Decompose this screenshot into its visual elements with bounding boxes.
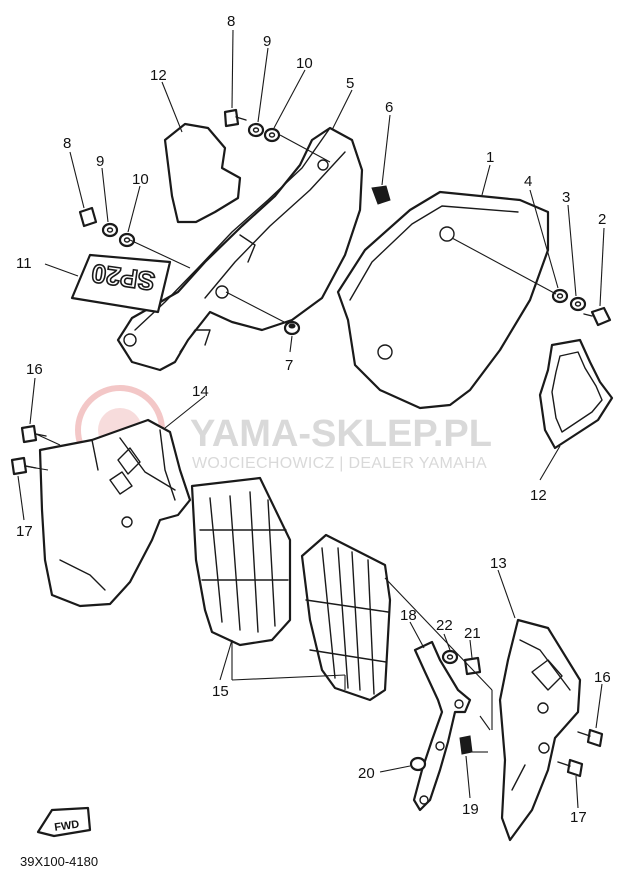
part-15-radiator-guard-left xyxy=(190,476,292,647)
washer-9-top xyxy=(247,122,265,138)
callout-10-top: 10 xyxy=(296,55,313,72)
washer-9-left xyxy=(101,222,119,238)
grommet-7 xyxy=(283,320,301,336)
callout-3: 3 xyxy=(562,189,570,206)
diagram-code: 39X100-4180 xyxy=(20,854,98,869)
part-12-right-decal xyxy=(538,338,614,450)
callout-9-left: 9 xyxy=(96,153,104,170)
damper-19 xyxy=(459,735,473,755)
callout-14: 14 xyxy=(192,383,209,400)
callout-4: 4 xyxy=(524,173,532,190)
leader-lines xyxy=(17,29,605,809)
callout-17-right: 17 xyxy=(570,809,587,826)
part-5-frame-bracket xyxy=(116,126,364,372)
callout-11: 11 xyxy=(16,255,32,272)
bolt-8-left xyxy=(78,206,98,228)
callout-8-left: 8 xyxy=(63,135,71,152)
part-12-upper-panel xyxy=(163,122,242,224)
part-15-radiator-guard-right xyxy=(300,533,392,702)
callout-22: 22 xyxy=(436,617,453,634)
washer-10-top xyxy=(263,127,281,143)
collar-6 xyxy=(371,185,391,205)
washer-3 xyxy=(569,296,587,312)
callout-5: 5 xyxy=(346,75,354,92)
nut-20 xyxy=(409,756,427,772)
callout-19: 19 xyxy=(462,801,479,818)
part-13-right-shroud xyxy=(498,618,582,842)
fwd-arrow-icon xyxy=(36,806,92,838)
callout-13: 13 xyxy=(490,555,507,572)
callout-1: 1 xyxy=(486,149,494,166)
part-1-side-cover xyxy=(336,190,550,410)
part-11-decal: SP20 xyxy=(70,253,172,314)
callout-17-left: 17 xyxy=(16,523,33,540)
bolt-2 xyxy=(583,306,612,327)
watermark-dealer: WOJCIECHOWICZ | DEALER YAMAHA xyxy=(192,455,487,472)
callout-21: 21 xyxy=(464,625,481,642)
callout-18: 18 xyxy=(400,607,417,624)
callout-12-top: 12 xyxy=(150,67,167,84)
callout-6: 6 xyxy=(385,99,393,116)
washer-4 xyxy=(551,288,569,304)
bolt-16-right xyxy=(577,728,604,748)
collar-21 xyxy=(463,656,482,676)
callout-8-top: 8 xyxy=(227,13,235,30)
callout-20: 20 xyxy=(358,765,375,782)
callout-10-left: 10 xyxy=(132,171,149,188)
part-18-bracket xyxy=(412,640,472,812)
callout-16-right: 16 xyxy=(594,669,611,686)
callout-12-right: 12 xyxy=(530,487,547,504)
callout-2: 2 xyxy=(598,211,606,228)
callout-16-left: 16 xyxy=(26,361,43,378)
bolt-17-right xyxy=(557,758,584,778)
washer-10-left xyxy=(118,232,136,248)
part-14-left-shroud xyxy=(38,418,192,608)
fwd-direction-marker: FWD xyxy=(36,806,92,838)
fwd-label: FWD xyxy=(54,818,81,833)
watermark-brand: YAMA-SKLEP.PL xyxy=(190,413,492,455)
watermark: YAMA-SKLEP.PL WOJCIECHOWICZ | DEALER YAM… xyxy=(75,385,492,475)
bolt-16-left xyxy=(20,424,47,444)
callout-9-top: 9 xyxy=(263,33,271,50)
washer-22 xyxy=(441,649,459,665)
callout-15: 15 xyxy=(212,683,229,700)
bolt-8-top xyxy=(223,108,247,128)
callout-7: 7 xyxy=(285,357,293,374)
callout-labels: 1 2 3 4 5 6 7 8 9 10 8 9 10 11 12 12 13 … xyxy=(16,13,611,826)
